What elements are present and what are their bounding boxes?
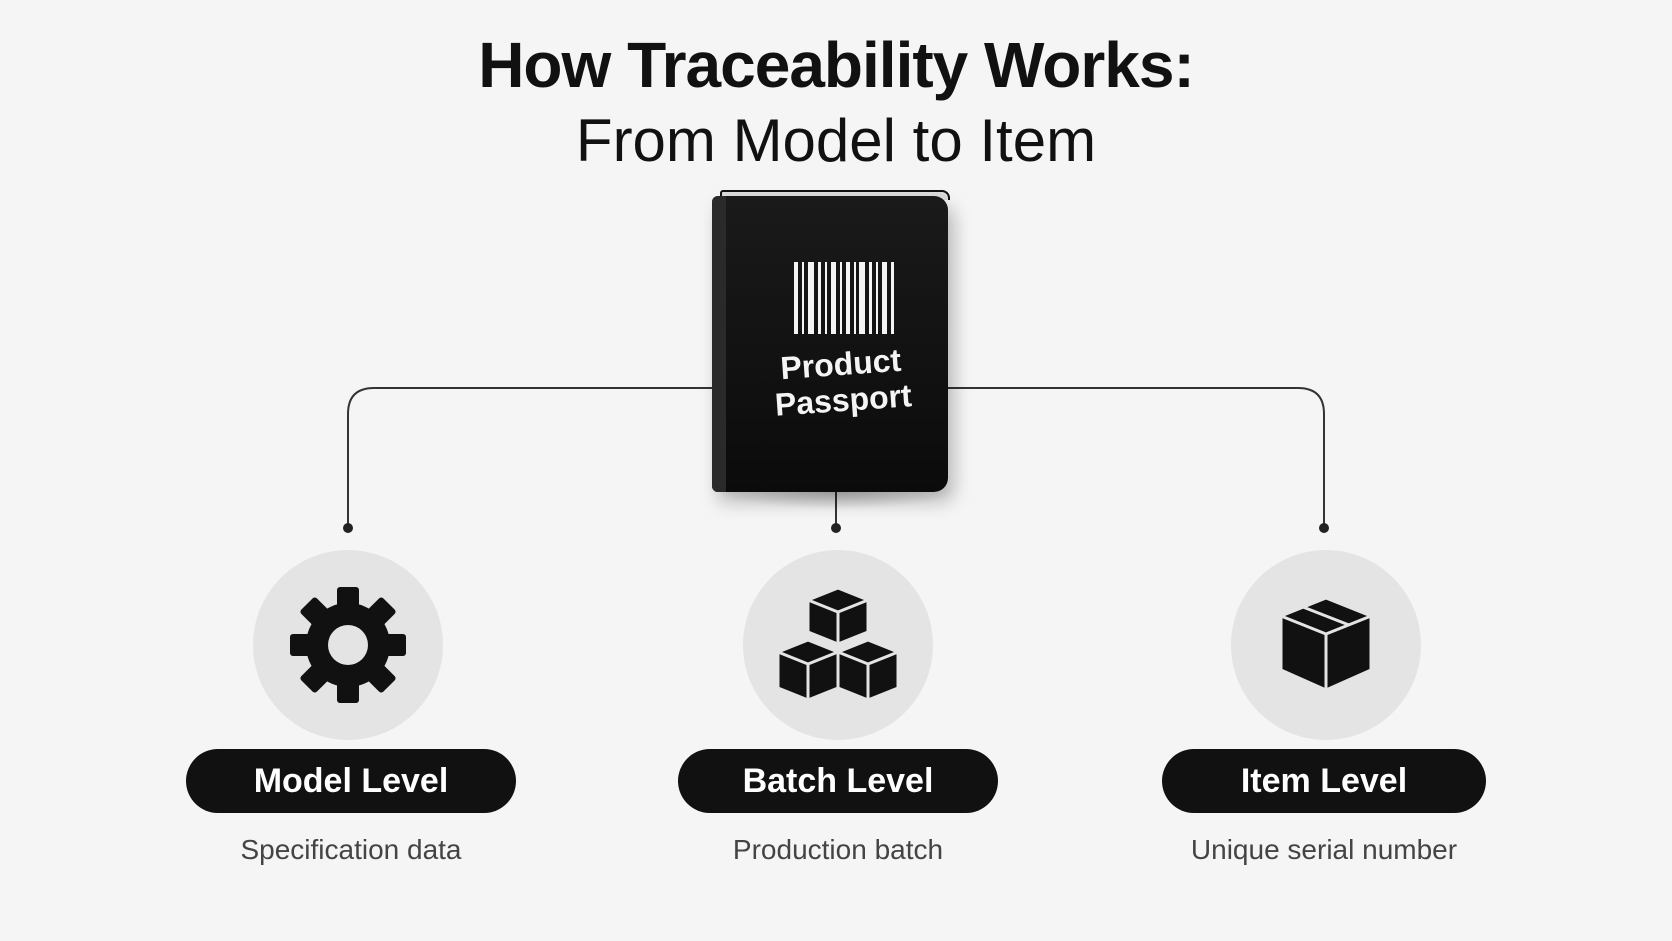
diagram-subtitle: From Model to Item (575, 107, 1097, 174)
batch-level-description: Production batch (732, 834, 944, 865)
item-level-circle (1231, 550, 1421, 740)
book-pages (720, 190, 950, 200)
book-cover (712, 196, 948, 492)
gear-icon (290, 587, 406, 703)
batch-level-pill: Batch Level (678, 749, 998, 813)
model-level-description: Specification data (240, 834, 462, 865)
connector-model (347, 387, 712, 528)
box-icon (1279, 596, 1373, 692)
item-level-pill: Item Level (1162, 749, 1486, 813)
connector-dot-item (1319, 523, 1329, 533)
connector-item (948, 387, 1325, 528)
connector-dot-batch (831, 523, 841, 533)
barcode-icon (794, 262, 894, 334)
model-level-pill: Model Level (186, 749, 516, 813)
batch-level-circle (743, 550, 933, 740)
diagram-title: How Traceability Works: (478, 29, 1195, 101)
item-level-description: Unique serial number (1190, 834, 1458, 865)
book-spine (712, 196, 726, 492)
product-passport: Product Passport (712, 190, 950, 492)
passport-label: Product Passport (773, 341, 913, 423)
connector-dot-model (343, 523, 353, 533)
stacked-boxes-icon (776, 586, 900, 702)
model-level-circle (253, 550, 443, 740)
